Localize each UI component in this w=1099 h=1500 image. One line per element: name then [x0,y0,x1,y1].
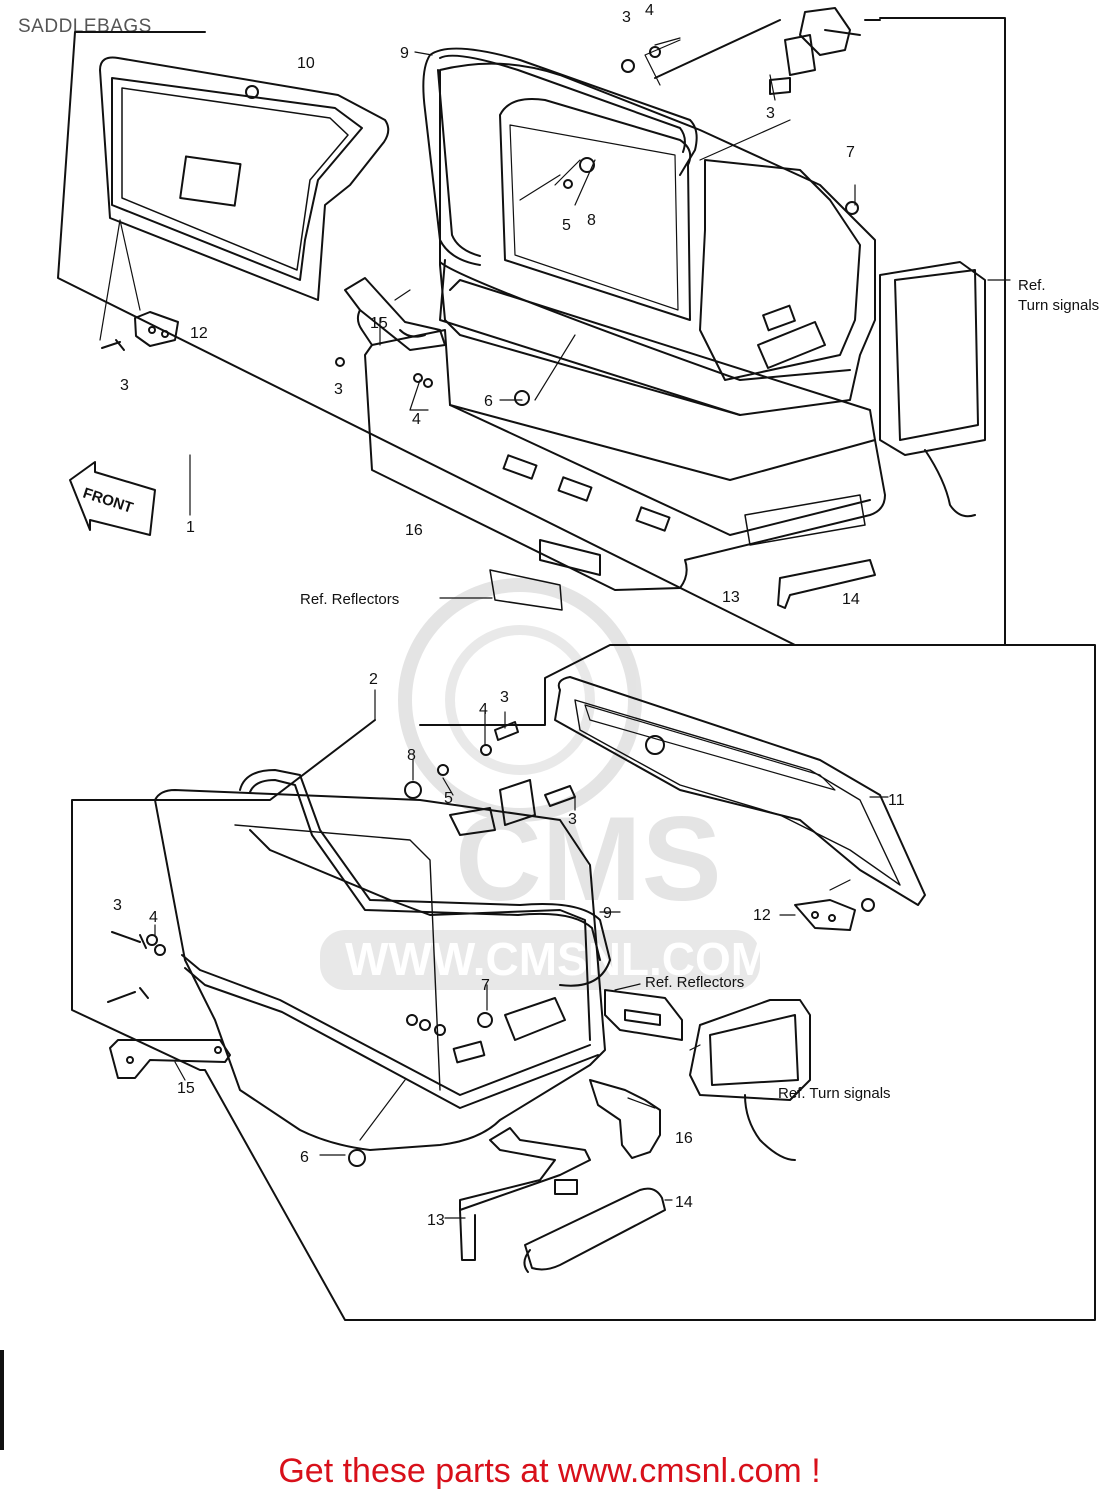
top-case-body [439,62,876,416]
nut-7-top [845,201,859,215]
callout-10: 10 [297,55,315,72]
label-ref-turn-signals-top-line1: Ref. [1018,277,1046,294]
part-11-lid-bottom [554,676,926,906]
part-9-rail-top [422,47,698,266]
bushing-8-top [579,157,595,173]
callout-4: 4 [412,411,421,428]
part-14-handle-bottom [523,1187,666,1273]
bottom-box-frame [71,644,1096,1321]
callout-2: 2 [369,671,378,688]
reflector-bottom [604,989,683,1041]
callout-5: 5 [562,217,571,234]
bolt-bottom-left-lower [107,987,149,1003]
callout-4: 4 [149,909,158,926]
front-arrow [69,461,156,536]
part-10-lid [99,56,390,301]
callout-12: 12 [190,325,208,342]
callout-1: 1 [186,519,195,536]
hinge-bracket-bottom [449,807,496,836]
callout-6: 6 [300,1149,309,1166]
callout-3: 3 [120,377,129,394]
callout-12: 12 [753,907,771,924]
part-12-hinge-bottom [794,899,856,931]
part-9-rail-bottom [239,769,611,987]
callout-9: 9 [400,45,409,62]
turn-signal-top [879,261,986,518]
callout-3: 3 [766,105,775,122]
part-15-mount-top [344,277,446,351]
callout-13: 13 [427,1212,445,1229]
bolt-3-left [101,339,125,351]
callout-16: 16 [405,522,423,539]
callout-14: 14 [675,1194,693,1211]
part-16-bumper-bottom [589,1079,661,1159]
callout-16: 16 [675,1130,693,1147]
callouts-bottom: 2 4 3 8 5 3 11 3 4 9 12 7 15 6 16 13 14 [113,671,905,1229]
bolt-3-top [621,59,635,73]
part-14-bracket-top [777,559,876,609]
bolt-3-right [769,77,791,95]
label-ref-turn-signals-bottom: Ref. Turn signals [778,1085,891,1102]
watermark-logo: CMS [455,792,722,926]
callout-7: 7 [481,977,490,994]
watermark-url: WWW.CMSNL.COM [345,933,769,985]
callout-6: 6 [484,393,493,410]
callout-3: 3 [622,9,631,26]
part-12-hinge-top [134,311,179,347]
washer-5-bottom [437,764,449,776]
saddlebag-body-bottom [154,789,606,1151]
bolt-3-bottom-right [861,898,875,912]
callout-4: 4 [645,2,654,19]
bolt-3-bottom-left [111,931,147,949]
callout-14: 14 [842,591,860,608]
watermark: CMS WWW.CMSNL.COM [320,578,769,990]
washer-4-top [649,46,661,58]
washer-4-bottom [480,744,492,756]
label-ref-reflectors-bottom: Ref. Reflectors [645,974,744,991]
hinge-bracket-top-right [799,7,861,56]
callout-7: 7 [846,144,855,161]
reflector-top [489,569,563,611]
callout-8: 8 [407,747,416,764]
callout-3: 3 [113,897,122,914]
front-label: FRONT [81,485,135,517]
callout-15: 15 [177,1080,195,1097]
callout-4: 4 [479,701,488,718]
bolt-3-bottom [494,721,519,741]
callout-9: 9 [603,905,612,922]
callout-15: 15 [370,315,388,332]
nut-7-bottom [477,1012,493,1028]
callouts-top: 3 4 9 10 3 7 12 15 3 6 4 1 16 13 14 3 5 … [120,2,860,608]
callout-3: 3 [568,811,577,828]
callout-11: 11 [888,792,905,809]
callout-3: 3 [334,381,343,398]
label-ref-turn-signals-top-line2: Turn signals [1018,297,1099,314]
callout-5: 5 [444,790,453,807]
bushing-8-bottom [404,781,422,799]
bolt-3-bottom-center [544,785,576,807]
exploded-parts-diagram: CMS WWW.CMSNL.COM [57,2,1099,1321]
turn-signal-bottom [689,999,811,1161]
cap-6-bottom [348,1149,366,1167]
hinge-plate-bottom [499,779,536,826]
callout-3: 3 [500,689,509,706]
hinge-plate-top [784,34,816,76]
callout-13: 13 [722,589,740,606]
part-15-mount-bottom [109,1039,231,1079]
label-ref-reflectors-top: Ref. Reflectors [300,591,399,608]
washer-5-top [563,179,573,189]
left-edge-mark [0,1350,4,1450]
part-13-rail-bottom [459,1127,591,1261]
part-13-rail-top [744,494,866,546]
footer-link-text[interactable]: Get these parts at www.cmsnl.com ! [278,1452,821,1490]
part-16-bumper-top [356,279,886,591]
callout-8: 8 [587,212,596,229]
cap-6-top [514,390,530,406]
